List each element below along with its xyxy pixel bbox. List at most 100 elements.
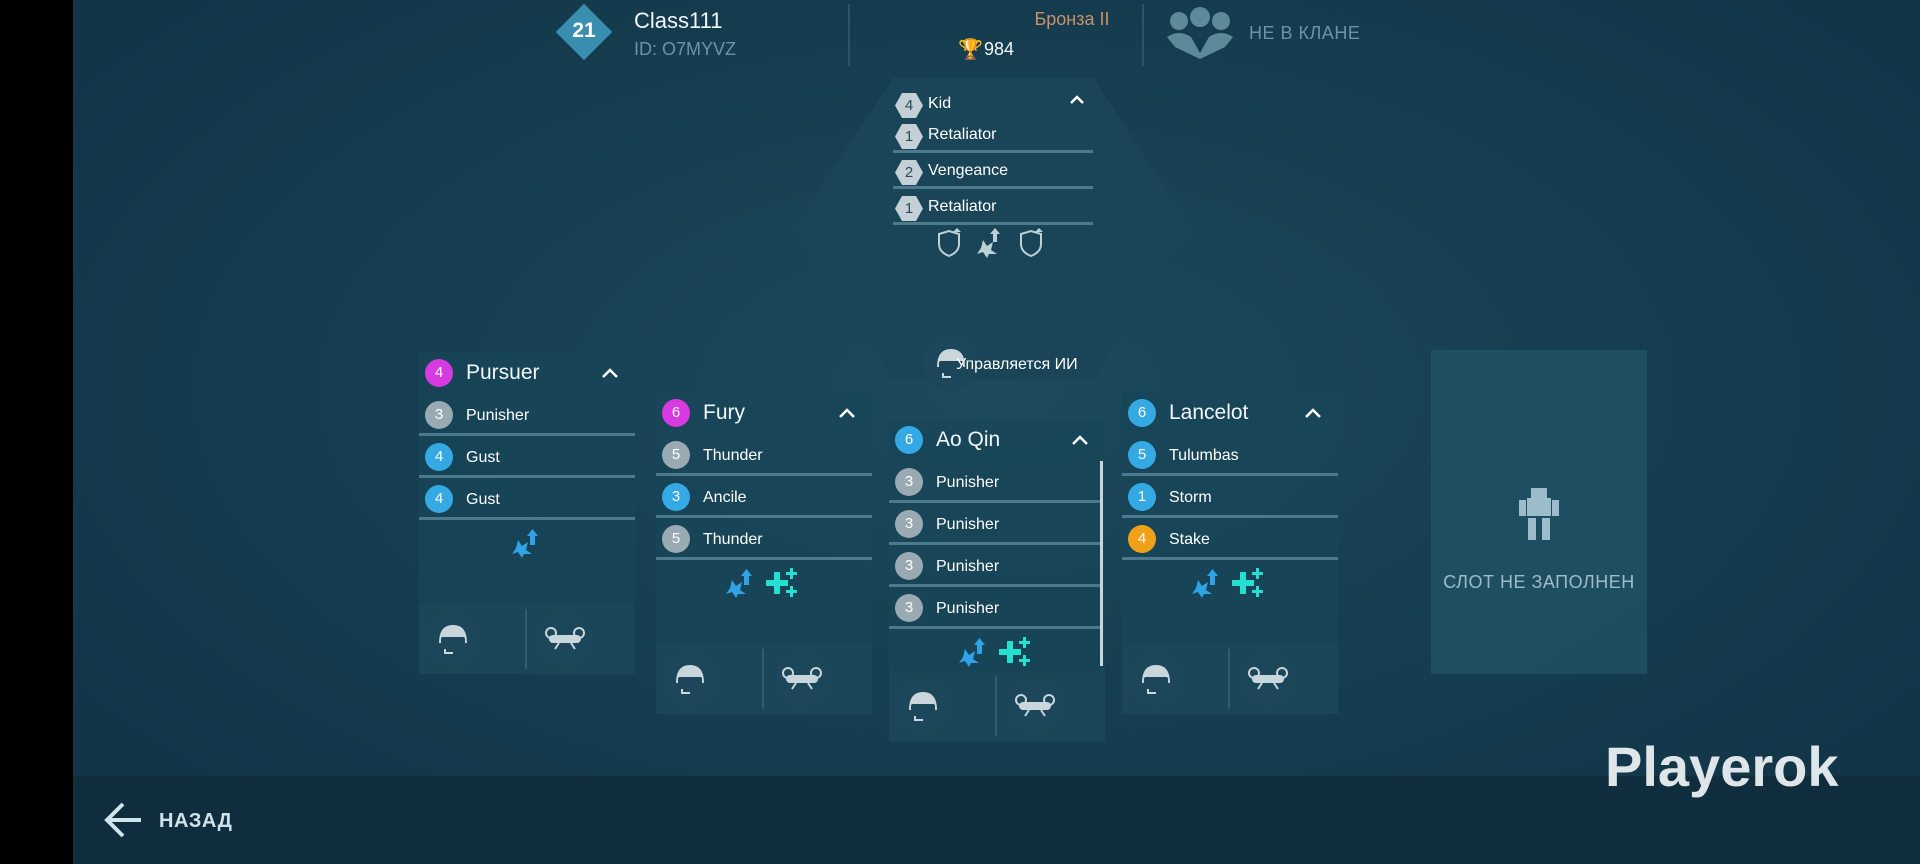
- robot-level-badge: 4: [425, 359, 453, 387]
- weapon-row: 5 Thunder: [656, 518, 872, 560]
- drone-slot[interactable]: [774, 651, 830, 707]
- weapon-name: Tulumbas: [1169, 447, 1239, 464]
- drone-icon: [782, 667, 822, 690]
- pilot-helmet-icon: [909, 692, 937, 721]
- ai-controlled-label: Управляется ИИ: [956, 356, 1078, 373]
- drone-slot[interactable]: [537, 611, 593, 667]
- player-league: Бронза II: [1034, 9, 1110, 29]
- weapon-name: Gust: [466, 449, 500, 466]
- damage-boost-icon: [959, 638, 985, 667]
- robot-level-badge: 6: [662, 399, 690, 427]
- weapon-name: Punisher: [936, 516, 1000, 533]
- watermark-logo: Playerok: [1605, 735, 1839, 798]
- robot-level-badge: 6: [1128, 399, 1156, 427]
- robot-header: 6 Ao Qin: [889, 419, 1105, 461]
- footer-divider: [995, 676, 997, 736]
- robot-card[interactable]: 6 Fury 5 Thunder 3 Ancile 5 Thunder: [656, 392, 872, 714]
- weapon-level-badge: 3: [425, 401, 453, 429]
- weapon-name: Storm: [1169, 489, 1212, 506]
- arrow-left-icon: [104, 802, 141, 838]
- weapon-level-badge: 3: [662, 483, 690, 511]
- module-icons: [419, 526, 635, 562]
- robot-card[interactable]: 6 Ao Qin 3 Punisher 3 Punisher 3 Punishe…: [889, 419, 1105, 741]
- weapon-row: 2 Vengeance: [893, 155, 1093, 189]
- robot-name: Fury: [703, 401, 745, 424]
- pilot-slot[interactable]: [425, 611, 481, 667]
- weapon-level-badge: 2: [895, 160, 923, 185]
- collapse-chevron-icon[interactable]: [601, 365, 619, 383]
- collapse-chevron-icon[interactable]: [1071, 432, 1089, 450]
- damage-boost-icon: [512, 529, 538, 558]
- drone-icon: [1248, 667, 1288, 690]
- pilot-slot[interactable]: [895, 678, 951, 734]
- weapon-row: 3 Punisher: [419, 394, 635, 436]
- damage-boost-icon: [726, 569, 752, 598]
- back-button[interactable]: НАЗАД: [101, 798, 261, 842]
- weapon-row: 4 Gust: [419, 436, 635, 478]
- drone-icon: [545, 627, 585, 650]
- header-divider: [848, 4, 850, 66]
- footer-divider: [525, 609, 527, 669]
- damage-boost-icon: [1192, 569, 1218, 598]
- weapon-row: 4 Stake: [1122, 518, 1338, 560]
- card-footer: [1122, 644, 1338, 714]
- drone-slot[interactable]: [1240, 651, 1296, 707]
- weapon-name: Thunder: [703, 531, 763, 548]
- pilot-slot[interactable]: [923, 335, 979, 391]
- bottom-bar: НАЗАД: [73, 776, 1920, 864]
- weapon-name: Punisher: [466, 407, 530, 424]
- card-footer: [419, 604, 635, 674]
- module-icons: [889, 635, 1105, 671]
- repair-icon: [766, 568, 797, 597]
- weapon-level-badge: 3: [895, 468, 923, 496]
- repair-icon: [1232, 568, 1263, 597]
- pilot-slot[interactable]: [1128, 651, 1184, 707]
- weapon-name: Retaliator: [928, 198, 997, 215]
- module-icons: [938, 228, 1043, 258]
- scrollbar[interactable]: [1100, 461, 1103, 666]
- player-level: 21: [572, 19, 596, 42]
- collapse-chevron-icon[interactable]: [1069, 92, 1085, 108]
- clan-status: НЕ В КЛАНЕ: [1249, 23, 1361, 43]
- robot-card[interactable]: 6 Lancelot 5 Tulumbas 1 Storm 4 Stake: [1122, 392, 1338, 714]
- weapon-row: 3 Punisher: [889, 545, 1101, 587]
- player-name: Class111: [634, 8, 723, 33]
- collapse-chevron-icon[interactable]: [838, 405, 856, 423]
- robot-name: Ao Qin: [936, 428, 1001, 451]
- weapon-row: 3 Punisher: [889, 461, 1101, 503]
- leader-robot-row: 4 Kid: [893, 88, 1093, 122]
- robot-name: Kid: [928, 95, 952, 112]
- weapon-level-badge: 4: [1128, 525, 1156, 553]
- weapon-name: Punisher: [936, 474, 1000, 491]
- pilot-helmet-icon: [1142, 665, 1170, 694]
- weapon-name: Gust: [466, 491, 500, 508]
- robot-header: 4 Pursuer: [419, 352, 635, 394]
- weapon-row: 5 Thunder: [656, 434, 872, 476]
- header-divider: [1142, 4, 1144, 66]
- weapon-row: 1 Retaliator: [893, 191, 1093, 225]
- robot-silhouette-icon: [1519, 488, 1559, 540]
- weapon-row: 1 Storm: [1122, 476, 1338, 518]
- shield-boost-icon: [1020, 228, 1043, 258]
- footer-divider: [762, 649, 764, 709]
- weapon-name: Thunder: [703, 447, 763, 464]
- module-icons: [1122, 566, 1338, 602]
- weapon-row: 3 Punisher: [889, 503, 1101, 545]
- card-footer: [889, 671, 1105, 741]
- weapon-level-badge: 3: [895, 594, 923, 622]
- weapon-level-badge: 3: [895, 510, 923, 538]
- repair-icon: [999, 637, 1030, 666]
- weapon-row: 3 Ancile: [656, 476, 872, 518]
- pilot-slot[interactable]: [662, 651, 718, 707]
- robot-card[interactable]: 4 Pursuer 3 Punisher 4 Gust 4 Gust: [419, 352, 635, 674]
- weapon-level-badge: 1: [1128, 483, 1156, 511]
- empty-robot-slot[interactable]: СЛОТ НЕ ЗАПОЛНЕН: [1431, 350, 1647, 674]
- collapse-chevron-icon[interactable]: [1304, 405, 1322, 423]
- drone-slot[interactable]: [1007, 678, 1063, 734]
- weapon-level-badge: 5: [662, 525, 690, 553]
- weapon-level-badge: 1: [895, 196, 923, 221]
- weapon-level-badge: 1: [895, 124, 923, 149]
- robot-level-badge: 4: [895, 93, 923, 118]
- weapon-level-badge: 5: [662, 441, 690, 469]
- weapon-name: Punisher: [936, 558, 1000, 575]
